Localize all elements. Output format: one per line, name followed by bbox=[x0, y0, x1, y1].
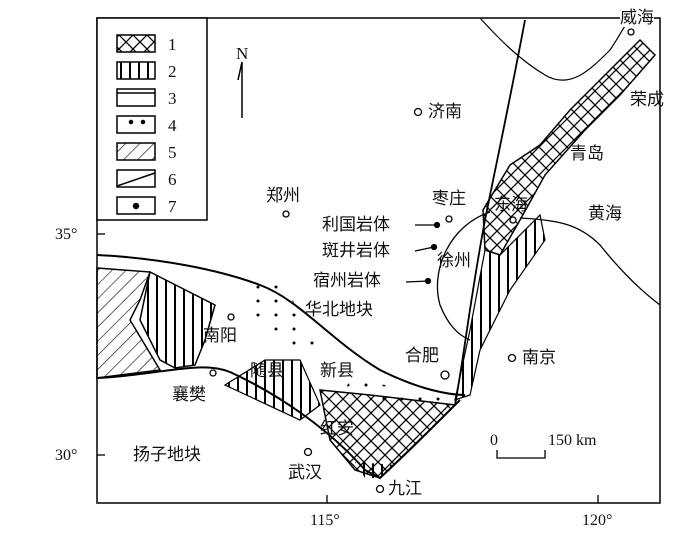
label-qingdao: 青岛 bbox=[570, 144, 604, 164]
legend-label-6: 6 bbox=[168, 170, 177, 189]
lat-35: 35° bbox=[55, 226, 78, 243]
legend-swatches bbox=[116, 34, 156, 215]
zone-1-northeast bbox=[482, 38, 657, 256]
pluton-markers bbox=[405, 221, 441, 285]
label-zhengzhou: 郑州 bbox=[266, 186, 300, 206]
legend-label-1: 1 bbox=[168, 35, 177, 54]
label-jiujiang: 九江 bbox=[388, 479, 422, 499]
scale-zero: 0 bbox=[490, 432, 498, 449]
label-banjing-pluton: 斑井岩体 bbox=[322, 241, 390, 261]
label-xiangfan: 襄樊 bbox=[172, 385, 206, 405]
scale-bar bbox=[496, 450, 546, 459]
lat-30: 30° bbox=[55, 447, 78, 464]
axis-ticks bbox=[97, 233, 599, 503]
label-hongan: 红安 bbox=[320, 419, 354, 439]
label-jinan: 济南 bbox=[428, 102, 462, 122]
legend-label-4: 4 bbox=[168, 116, 177, 135]
label-xinxian: 新县 bbox=[320, 361, 354, 381]
map-frame bbox=[96, 17, 661, 504]
zone-2-west bbox=[139, 270, 216, 369]
label-xuzhou: 徐州 bbox=[437, 251, 471, 271]
label-wuhan: 武汉 bbox=[288, 463, 322, 483]
lon-115: 115° bbox=[310, 512, 340, 529]
coastline bbox=[519, 217, 661, 306]
label-nanyang: 南阳 bbox=[203, 326, 237, 346]
label-liguo-pluton: 利国岩体 bbox=[322, 215, 390, 235]
lon-120: 120° bbox=[582, 512, 613, 529]
zone-2-mid bbox=[223, 359, 321, 421]
legend-label-3: 3 bbox=[168, 89, 177, 108]
label-suixian: 随县 bbox=[250, 361, 284, 381]
scale-label: 150 km bbox=[548, 432, 597, 449]
zone-2-south bbox=[355, 462, 395, 478]
tanlu-fault bbox=[454, 19, 526, 406]
city-markers bbox=[209, 28, 635, 494]
zone-4 bbox=[245, 275, 325, 355]
label-zaozhuang: 枣庄 bbox=[432, 189, 466, 209]
xuzhou-arc bbox=[436, 211, 491, 341]
legend-label-2: 2 bbox=[168, 62, 177, 81]
label-weihai: 威海 bbox=[620, 8, 654, 28]
label-north-china-block: 华北地块 bbox=[305, 300, 373, 320]
label-rongcheng: 荣成 bbox=[630, 90, 664, 110]
north-arrow-icon bbox=[237, 61, 243, 118]
label-huanghai: 黄海 bbox=[588, 204, 622, 224]
coastline-north bbox=[479, 17, 631, 81]
legend-label-7: 7 bbox=[168, 197, 177, 216]
belt-north-boundary bbox=[96, 254, 466, 396]
north-label: N bbox=[236, 44, 249, 63]
label-nanjing: 南京 bbox=[522, 348, 556, 368]
belt-south-boundary bbox=[96, 366, 461, 480]
label-suzhou-pluton: 宿州岩体 bbox=[313, 271, 381, 291]
legend-label-5: 5 bbox=[168, 143, 177, 162]
label-donghai: 东海 bbox=[494, 195, 528, 215]
label-yangtze-block: 扬子地块 bbox=[133, 445, 201, 465]
label-hefei: 合肥 bbox=[405, 346, 439, 366]
